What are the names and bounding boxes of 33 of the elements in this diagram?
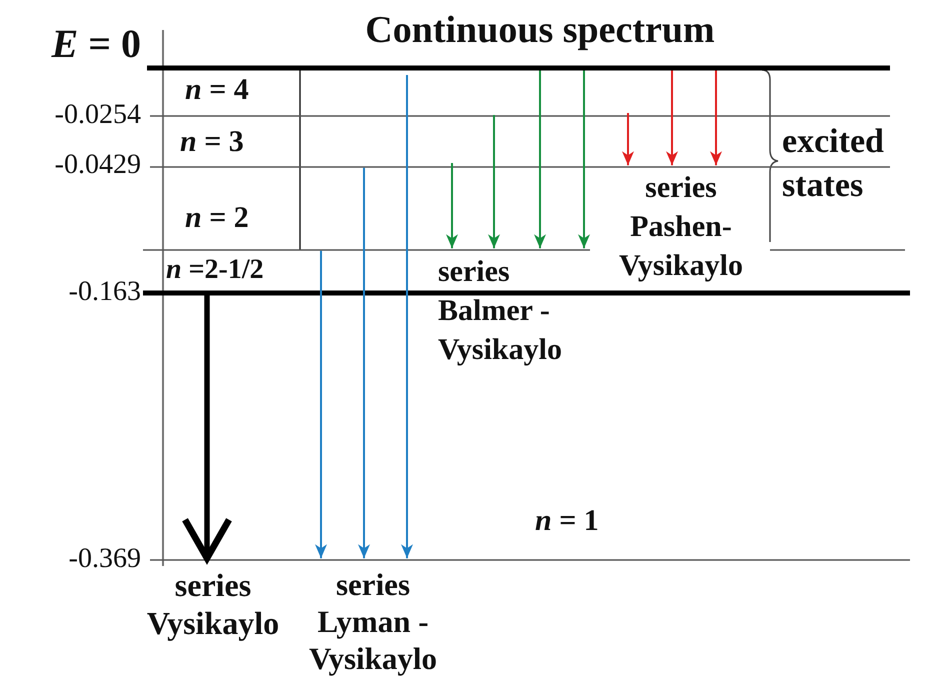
energy-value: -0.163 — [68, 275, 141, 309]
series-label: series Vysikaylo — [146, 566, 280, 643]
transition-arrow — [446, 163, 458, 248]
transition-arrow — [182, 296, 232, 562]
energy-value: -0.0429 — [54, 148, 141, 182]
energy-value: -0.0254 — [54, 98, 141, 132]
level-label: n = 1 — [535, 503, 600, 539]
transition-arrow — [666, 70, 678, 166]
diagram-title: Continuous spectrum — [364, 8, 716, 53]
series-label: series Lyman - Vysikaylo — [308, 566, 438, 678]
transition-arrow — [710, 70, 722, 166]
energy-value: -0.369 — [68, 542, 141, 576]
level-label: n = 4 — [185, 72, 250, 108]
series-label: series Pashen-Vysikaylo — [618, 170, 744, 284]
energy-level-line — [150, 559, 910, 561]
transition-arrow — [534, 70, 546, 248]
energy-level-line — [150, 115, 890, 117]
energy-level-line — [150, 166, 890, 168]
energy-level-line — [143, 249, 905, 251]
transition-arrow — [622, 113, 634, 166]
excited-states-label: excited states — [782, 122, 885, 206]
transition-arrow — [488, 115, 500, 248]
transition-arrow — [358, 168, 370, 558]
level-label: n = 3 — [180, 124, 245, 160]
transition-arrow — [315, 250, 327, 558]
transition-arrow — [578, 70, 590, 248]
level-label: n = 2 — [185, 200, 250, 236]
transition-arrow — [401, 75, 413, 558]
energy-level-line — [147, 66, 890, 70]
energy-level-line — [143, 290, 910, 296]
level-label: n =2-1/2 — [166, 253, 265, 287]
series-label: series Balmer - Vysikaylo — [438, 254, 563, 368]
energy-zero-label: E = 0 — [50, 20, 141, 68]
